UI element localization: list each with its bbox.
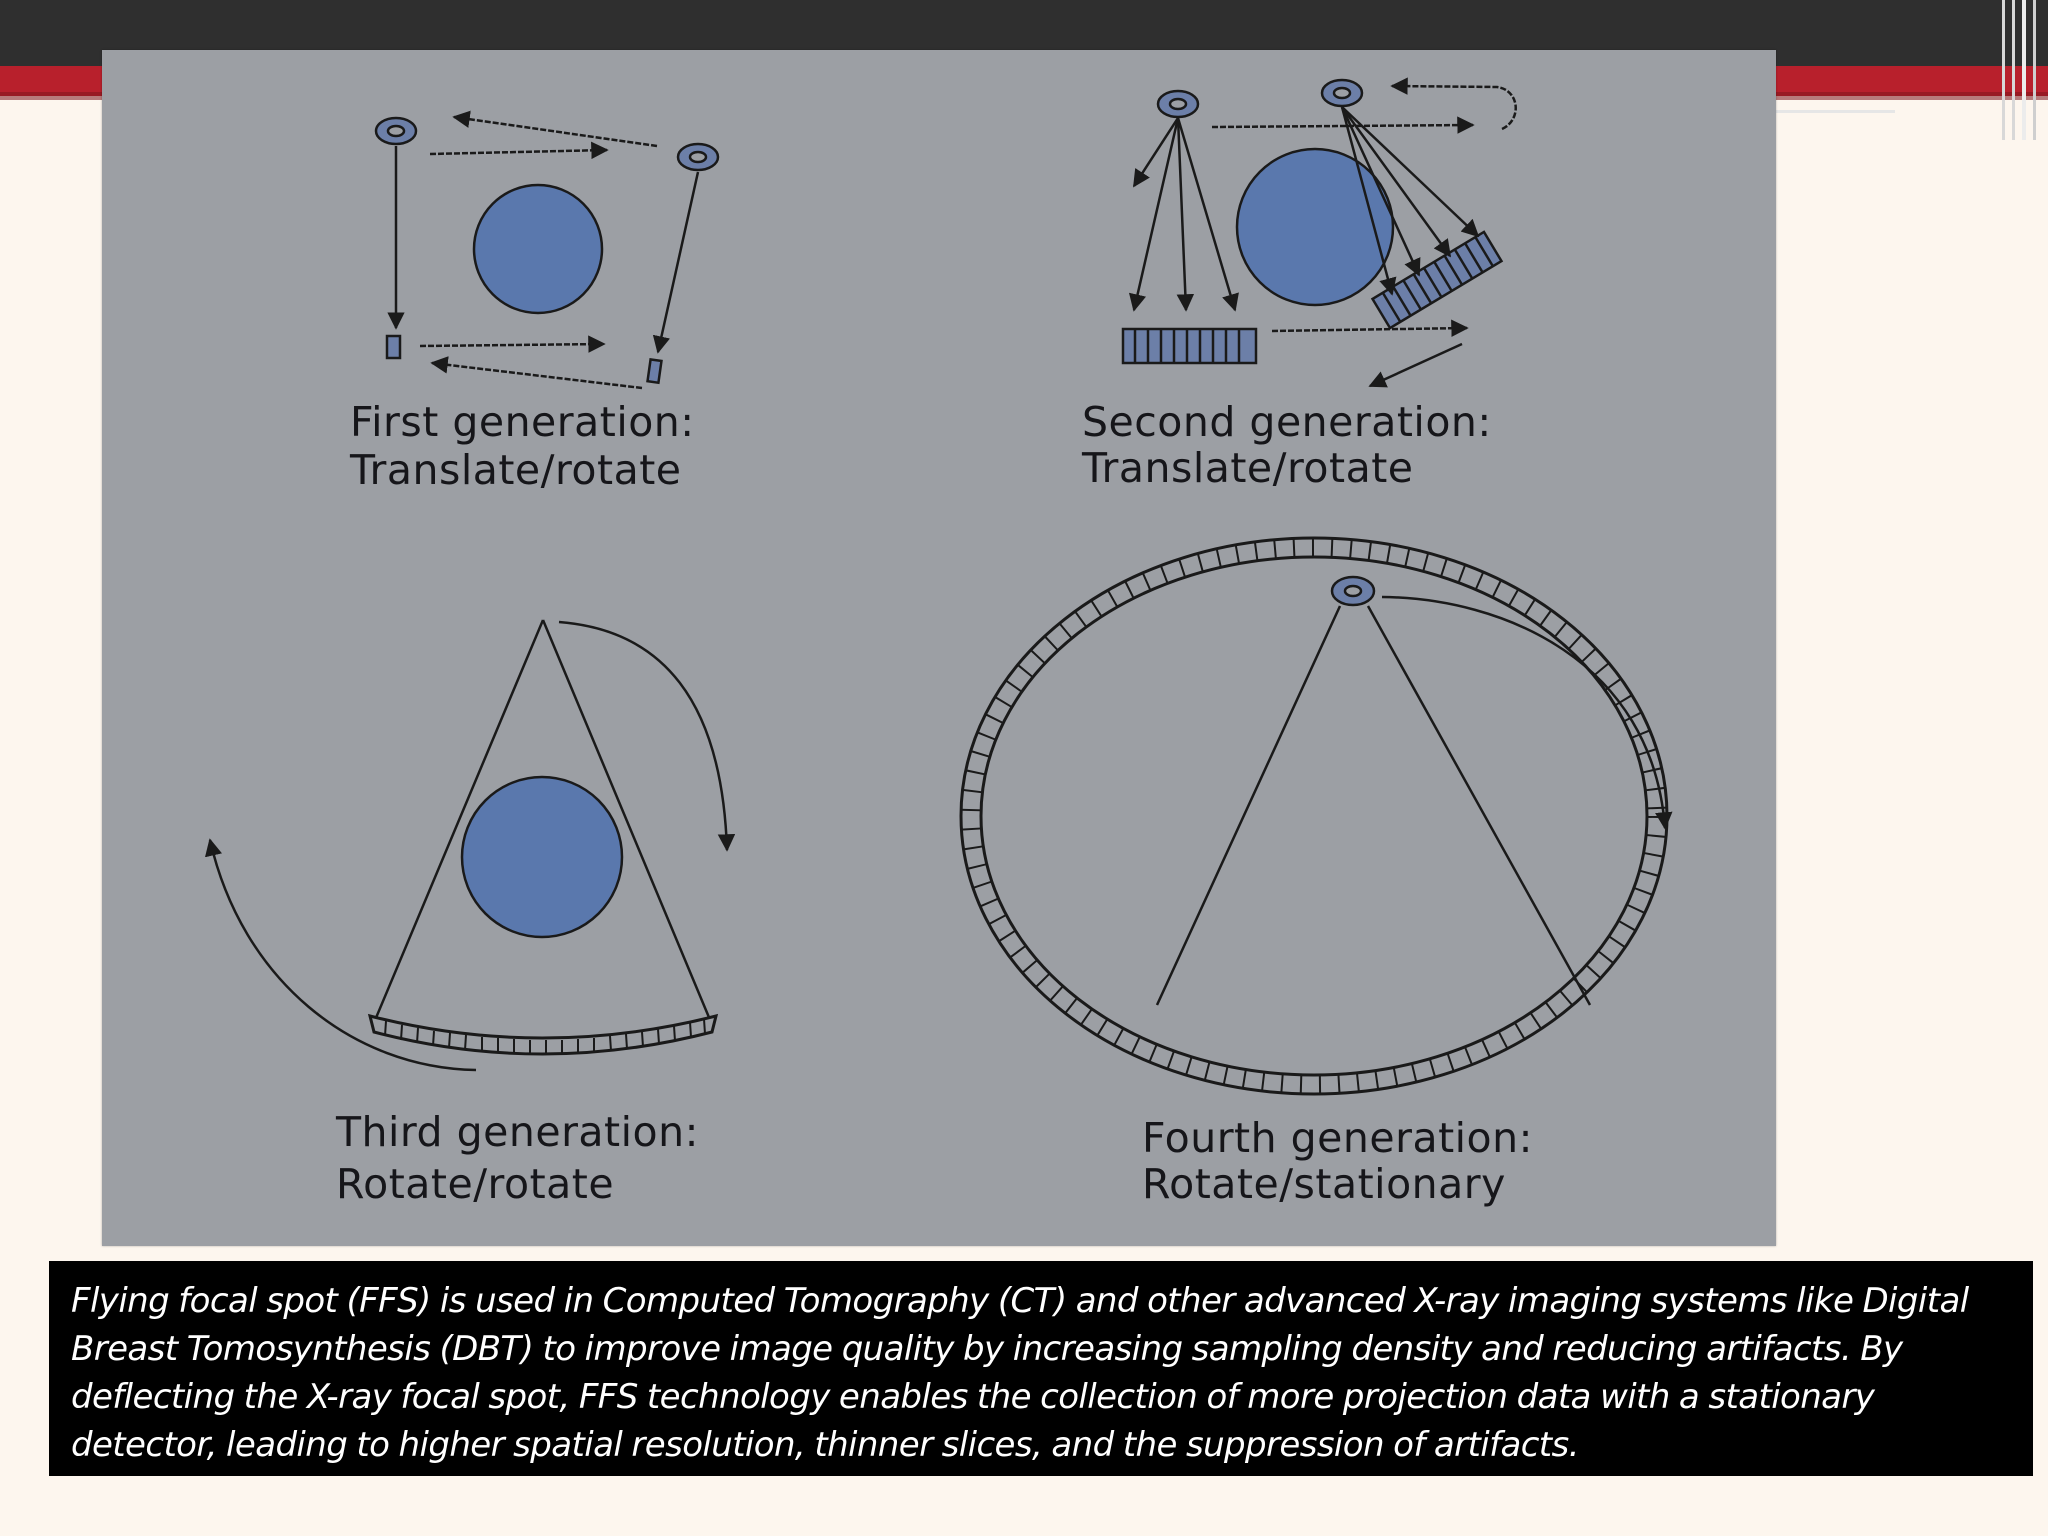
third-generation-subtitle: Rotate/rotate xyxy=(336,1160,615,1208)
second-generation-subtitle: Translate/rotate xyxy=(1082,444,1414,492)
arrow xyxy=(1128,117,1180,312)
fourth-generation-title: Fourth generation: xyxy=(1142,1114,1533,1162)
fourth-generation-subtitle: Rotate/stationary xyxy=(1142,1160,1506,1208)
detector-icon xyxy=(646,357,663,385)
fan-beam xyxy=(1155,605,1592,1006)
patient-object xyxy=(1235,147,1395,307)
caption-text: Flying focal spot (FFS) is used in Compu… xyxy=(71,1281,1969,1465)
arrow xyxy=(1368,342,1463,388)
arrow xyxy=(430,356,643,390)
fan-beam xyxy=(371,619,715,1028)
detector-icon xyxy=(385,334,402,360)
ct-generations-diagram: First generation: Translate/rotate Secon… xyxy=(102,50,1776,1246)
arrow xyxy=(452,110,658,148)
arrow xyxy=(429,141,609,160)
detector-arc-cells xyxy=(384,1018,706,1055)
arrow xyxy=(1340,106,1397,296)
arrow xyxy=(1390,77,1517,131)
arrow xyxy=(652,171,700,354)
caption-box: Flying focal spot (FFS) is used in Compu… xyxy=(49,1261,2033,1476)
patient-object xyxy=(472,183,604,315)
detector-ring-inner xyxy=(979,555,1649,1077)
second-generation-drawing xyxy=(1121,77,1517,388)
third-generation-title: Third generation: xyxy=(336,1108,699,1156)
patient-object xyxy=(460,775,624,939)
arrow xyxy=(419,335,606,353)
arrow xyxy=(1340,106,1452,258)
rotation-arrow xyxy=(558,620,736,852)
detector-array-icon xyxy=(1121,327,1258,365)
fourth-generation-drawing xyxy=(959,536,1673,1096)
rotation-arrow xyxy=(204,838,477,1072)
xray-source-icon xyxy=(676,142,720,172)
first-generation-drawing xyxy=(374,110,720,390)
detector-arc xyxy=(367,1013,719,1056)
arrow xyxy=(1176,117,1239,312)
first-generation-subtitle: Translate/rotate xyxy=(350,446,682,494)
arrow xyxy=(1211,116,1475,134)
arrow xyxy=(1176,117,1195,312)
third-generation-drawing xyxy=(204,619,736,1072)
rotation-arrow xyxy=(1381,595,1673,830)
arrow xyxy=(1271,319,1469,337)
first-generation-title: First generation: xyxy=(350,398,695,446)
arrow xyxy=(1132,117,1180,188)
xray-source-icon xyxy=(1330,575,1376,607)
detector-ring-cells xyxy=(961,537,1667,1095)
arrow xyxy=(1341,106,1480,238)
second-generation-title: Second generation: xyxy=(1082,398,1492,446)
arrow xyxy=(1340,106,1421,277)
diagram-drawing xyxy=(204,77,1673,1096)
xray-source-icon xyxy=(374,116,418,146)
detector-array-icon xyxy=(1370,230,1504,330)
xray-source-icon xyxy=(1320,78,1364,108)
decorative-lines xyxy=(2002,0,2036,140)
xray-source-icon xyxy=(1156,89,1200,119)
